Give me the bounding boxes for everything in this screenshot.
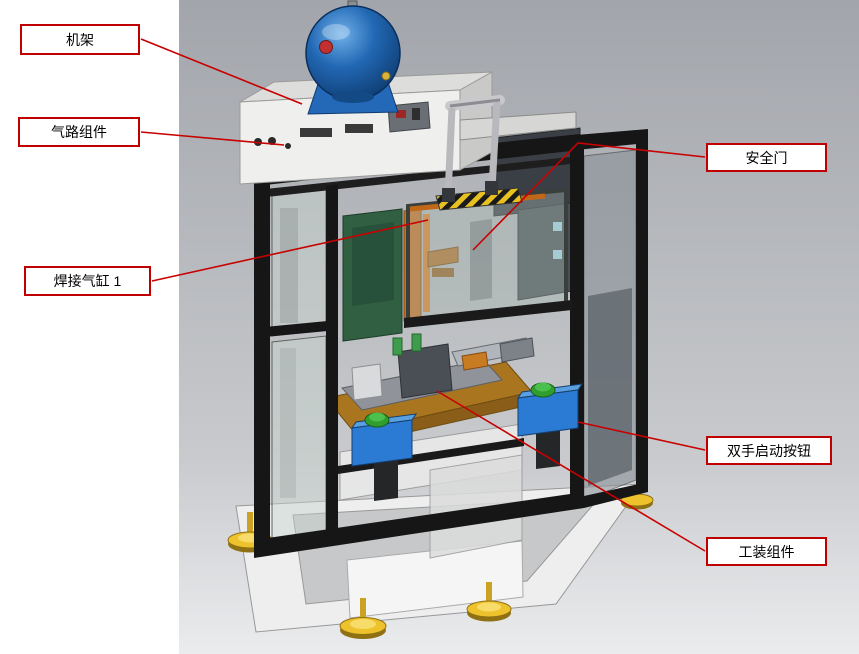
callout-two-hand-start-button-label: 双手启动按钮 xyxy=(727,442,811,459)
callout-pneumatic-assembly: 气路组件 xyxy=(18,117,140,147)
air-tank-sphere xyxy=(305,5,401,101)
leader-safety-door xyxy=(472,142,706,251)
leader-frame xyxy=(140,38,303,105)
leader-lines xyxy=(140,38,706,552)
callout-frame-label: 机架 xyxy=(66,31,94,48)
leader-tooling xyxy=(436,390,706,552)
callout-tooling-assembly: 工装组件 xyxy=(706,537,827,566)
welding-cylinder-assembly xyxy=(342,208,459,342)
pull-handle xyxy=(442,95,505,202)
callout-frame: 机架 xyxy=(20,24,140,55)
callout-safety-door: 安全门 xyxy=(706,143,827,172)
leader-two-hand-button xyxy=(577,421,706,451)
leader-welding-cylinder xyxy=(151,219,429,282)
callout-safety-door-label: 安全门 xyxy=(745,149,788,166)
air-tank xyxy=(305,0,401,115)
leveling-foot xyxy=(466,582,512,622)
right-side-panels xyxy=(583,149,637,501)
callout-pneumatic-label: 气路组件 xyxy=(51,124,107,140)
two-hand-start-button-left xyxy=(350,412,418,501)
glass-panels xyxy=(271,189,327,543)
pneumatic-components xyxy=(254,96,431,149)
safety-door-window xyxy=(406,187,568,323)
leader-pneumatic xyxy=(140,131,285,146)
two-hand-start-button-right xyxy=(516,382,584,469)
callout-welding-cylinder-label: 焊接气缸 1 xyxy=(53,273,122,289)
callout-two-hand-start-button: 双手启动按钮 xyxy=(706,436,832,465)
leveling-foot xyxy=(339,598,387,639)
callout-tooling-assembly-label: 工装组件 xyxy=(738,543,795,560)
callout-welding-cylinder-1: 焊接气缸 1 xyxy=(24,266,151,296)
